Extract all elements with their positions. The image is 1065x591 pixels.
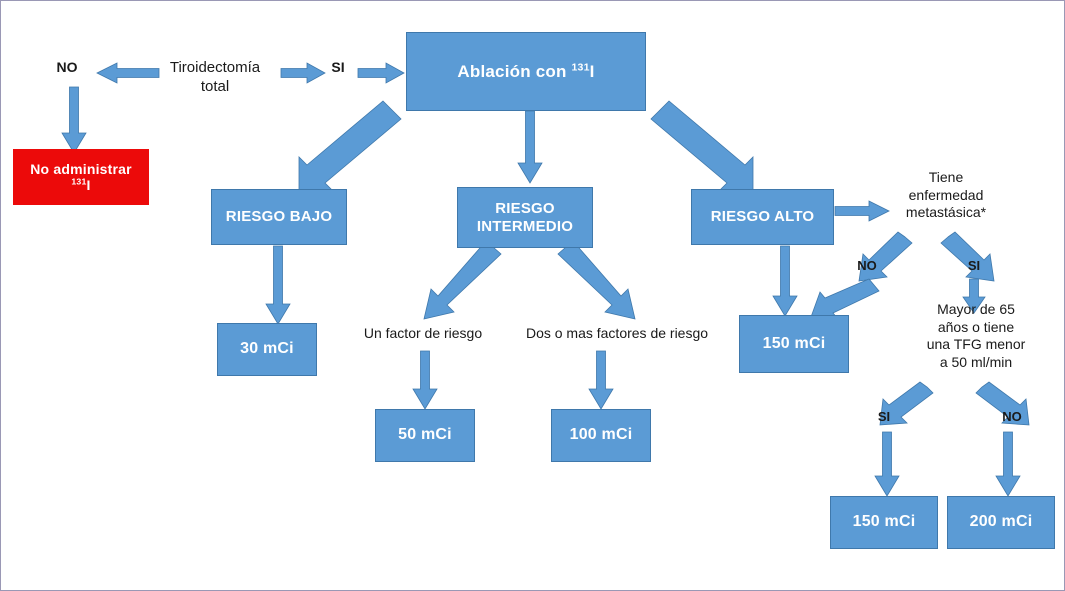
ablacion-isotope-symbol: I [589,61,595,81]
branch-label-si-metastasica: SI [967,258,981,273]
arrow-riesgo-alto-to-150mci [772,245,798,317]
node-dose-50mci: 50 mCi [375,409,475,462]
riesgo-intermedio-line2: INTERMEDIO [476,217,574,235]
node-no-administrar: No administrar 131I [13,149,149,205]
no-administrar-isotope-symbol: I [86,177,91,193]
arrow-si-to-ablacion [357,62,405,84]
node-dose-100mci: 100 mCi [551,409,651,462]
ablacion-isotope-sup: 131 [571,61,590,74]
branch-label-no-edad: NO [1002,409,1022,424]
node-dose-150mci-alto: 150 mCi [739,315,849,373]
arrow-no-to-no-administrar [61,86,87,154]
arrow-ablacion-to-riesgo-bajo [281,100,402,192]
branch-label-si-edad: SI [877,409,891,424]
metastasica-line1: Tiene [928,169,964,185]
node-riesgo-intermedio: RIESGO INTERMEDIO [457,187,593,248]
metastasica-line3: metastásica* [905,204,987,220]
branch-label-si-top: SI [331,59,345,75]
arrow-ablacion-to-riesgo-alto [650,100,771,192]
metastasica-line2: enfermedad [908,186,984,203]
ablacion-text: Ablación con [457,61,572,81]
label-un-factor-de-riesgo: Un factor de riesgo [363,325,483,341]
branch-label-no-top: NO [56,59,78,75]
arrow-riesgo-alto-to-metastasica [834,200,890,222]
no-administrar-line1: No administrar [30,160,132,177]
node-riesgo-alto: RIESGO ALTO [691,189,834,245]
decision-enfermedad-metastasica: Tiene enfermedad metastásica* [883,169,1009,222]
edad-tfg-line4: a 50 ml/min [939,353,1013,370]
arrow-un-factor-to-50mci [412,350,438,410]
label-dos-o-mas-factores: Dos o mas factores de riesgo [525,325,709,341]
arrow-no-edad-to-200mci-final [995,431,1021,497]
no-administrar-isotope-sup: 131 [71,176,87,187]
branch-label-no-metastasica: NO [857,258,877,273]
node-dose-200mci-final: 200 mCi [947,496,1055,549]
arrow-riesgo-bajo-to-30mci [265,245,291,325]
arrow-tiroidectomia-to-si [280,62,326,84]
decision-edad-tfg: Mayor de 65 años o tiene una TFG menor a… [906,301,1046,371]
arrow-intermedio-to-dos-factores [557,240,638,325]
arrow-intermedio-to-un-factor [421,240,502,325]
no-administrar-isotope: 131I [30,177,132,193]
edad-tfg-line2: años o tiene [937,318,1015,335]
riesgo-intermedio-line1: RIESGO [495,200,555,218]
decision-tiroidectomia: Tiroidectomía total [147,59,283,97]
node-dose-150mci-final: 150 mCi [830,496,938,549]
arrow-dos-factores-to-100mci [588,350,614,410]
arrow-si-edad-to-150mci-final [874,431,900,497]
edad-tfg-line1: Mayor de 65 [937,301,1015,317]
node-dose-30mci: 30 mCi [217,323,317,376]
edad-tfg-line3: una TFG menor [926,336,1026,352]
arrow-ablacion-to-riesgo-intermedio [517,110,543,184]
node-ablacion: Ablación con 131I [406,32,646,111]
decision-tiroidectomia-line1: Tiroidectomía [169,59,261,76]
node-riesgo-bajo: RIESGO BAJO [211,189,347,245]
decision-tiroidectomia-line2: total [200,77,230,95]
